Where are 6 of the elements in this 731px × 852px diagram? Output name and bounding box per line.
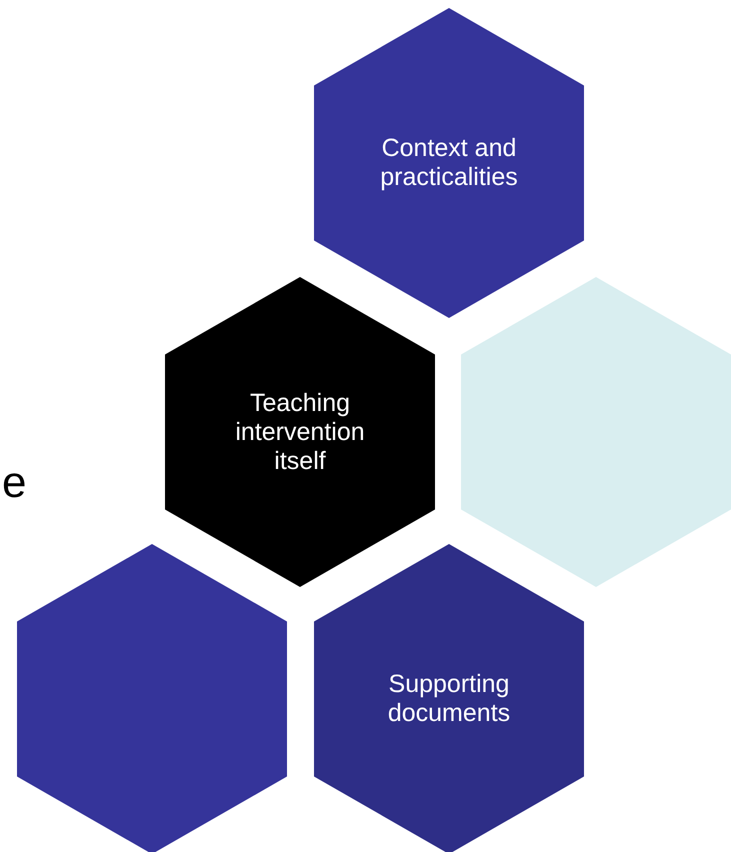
tile-label: Context and practicalities <box>379 134 519 192</box>
tile-label: Supporting documents <box>386 670 512 728</box>
tile-label: Teaching intervention itself <box>234 388 366 476</box>
hexagon-tile <box>314 544 584 852</box>
hexagon-tile <box>17 544 287 852</box>
text-fragment: e <box>2 458 26 508</box>
